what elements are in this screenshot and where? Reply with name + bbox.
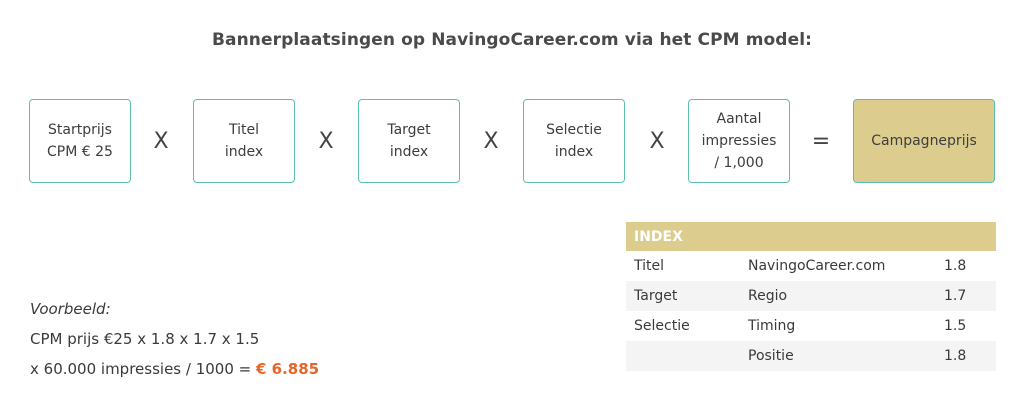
example-line-2-prefix: x 60.000 impressies / 1000 = xyxy=(30,360,256,378)
row-value: 1.5 xyxy=(944,318,967,334)
row-category: Target xyxy=(626,281,748,311)
row-item: NavingoCareer.com xyxy=(748,258,886,274)
multiply-operator: X xyxy=(483,129,499,154)
table-row: Positie 1.8 xyxy=(626,341,996,371)
impressies-box: Aantal impressies / 1,000 xyxy=(688,99,790,183)
row-value: 1.8 xyxy=(944,258,967,274)
table-row: Selectie Timing 1.5 xyxy=(626,311,996,341)
target-index-label: Target index xyxy=(387,122,431,160)
row-value: 1.8 xyxy=(944,341,996,371)
page-title: Bannerplaatsingen op NavingoCareer.com v… xyxy=(211,30,813,50)
row-item: Positie xyxy=(748,341,944,371)
row-item: Regio xyxy=(748,281,944,311)
titel-index-label: Titel index xyxy=(224,122,264,160)
campagneprijs-label: Campagneprijs xyxy=(871,133,977,149)
selectie-index-label: Selectie index xyxy=(546,122,602,160)
multiply-operator: X xyxy=(649,129,665,154)
startprijs-label: Startprijs CPM € 25 xyxy=(47,122,113,160)
row-value: 1.7 xyxy=(944,281,996,311)
impressies-label: Aantal impressies / 1,000 xyxy=(701,111,777,171)
index-table-header: INDEX xyxy=(626,222,996,251)
startprijs-box: Startprijs CPM € 25 xyxy=(29,99,131,183)
index-table: INDEX Titel NavingoCareer.com 1.8 Target… xyxy=(626,222,996,371)
target-index-box: Target index xyxy=(358,99,460,183)
row-item: Timing xyxy=(748,318,796,334)
example-total: € 6.885 xyxy=(255,360,320,378)
table-row: Target Regio 1.7 xyxy=(626,281,996,311)
multiply-operator: X xyxy=(153,129,169,154)
equals-operator: = xyxy=(811,129,831,154)
selectie-index-box: Selectie index xyxy=(523,99,625,183)
example-line-2: x 60.000 impressies / 1000 = € 6.885 xyxy=(30,354,319,384)
campagneprijs-box: Campagneprijs xyxy=(853,99,995,183)
example-heading: Voorbeeld: xyxy=(30,300,111,318)
row-category: Selectie xyxy=(634,318,690,334)
table-row: Titel NavingoCareer.com 1.8 xyxy=(626,251,996,281)
example-block: Voorbeeld: CPM prijs €25 x 1.8 x 1.7 x 1… xyxy=(30,294,319,384)
row-category: Titel xyxy=(634,258,665,274)
multiply-operator: X xyxy=(318,129,334,154)
example-line-1: CPM prijs €25 x 1.8 x 1.7 x 1.5 xyxy=(30,330,260,348)
row-category xyxy=(626,341,748,371)
titel-index-box: Titel index xyxy=(193,99,295,183)
